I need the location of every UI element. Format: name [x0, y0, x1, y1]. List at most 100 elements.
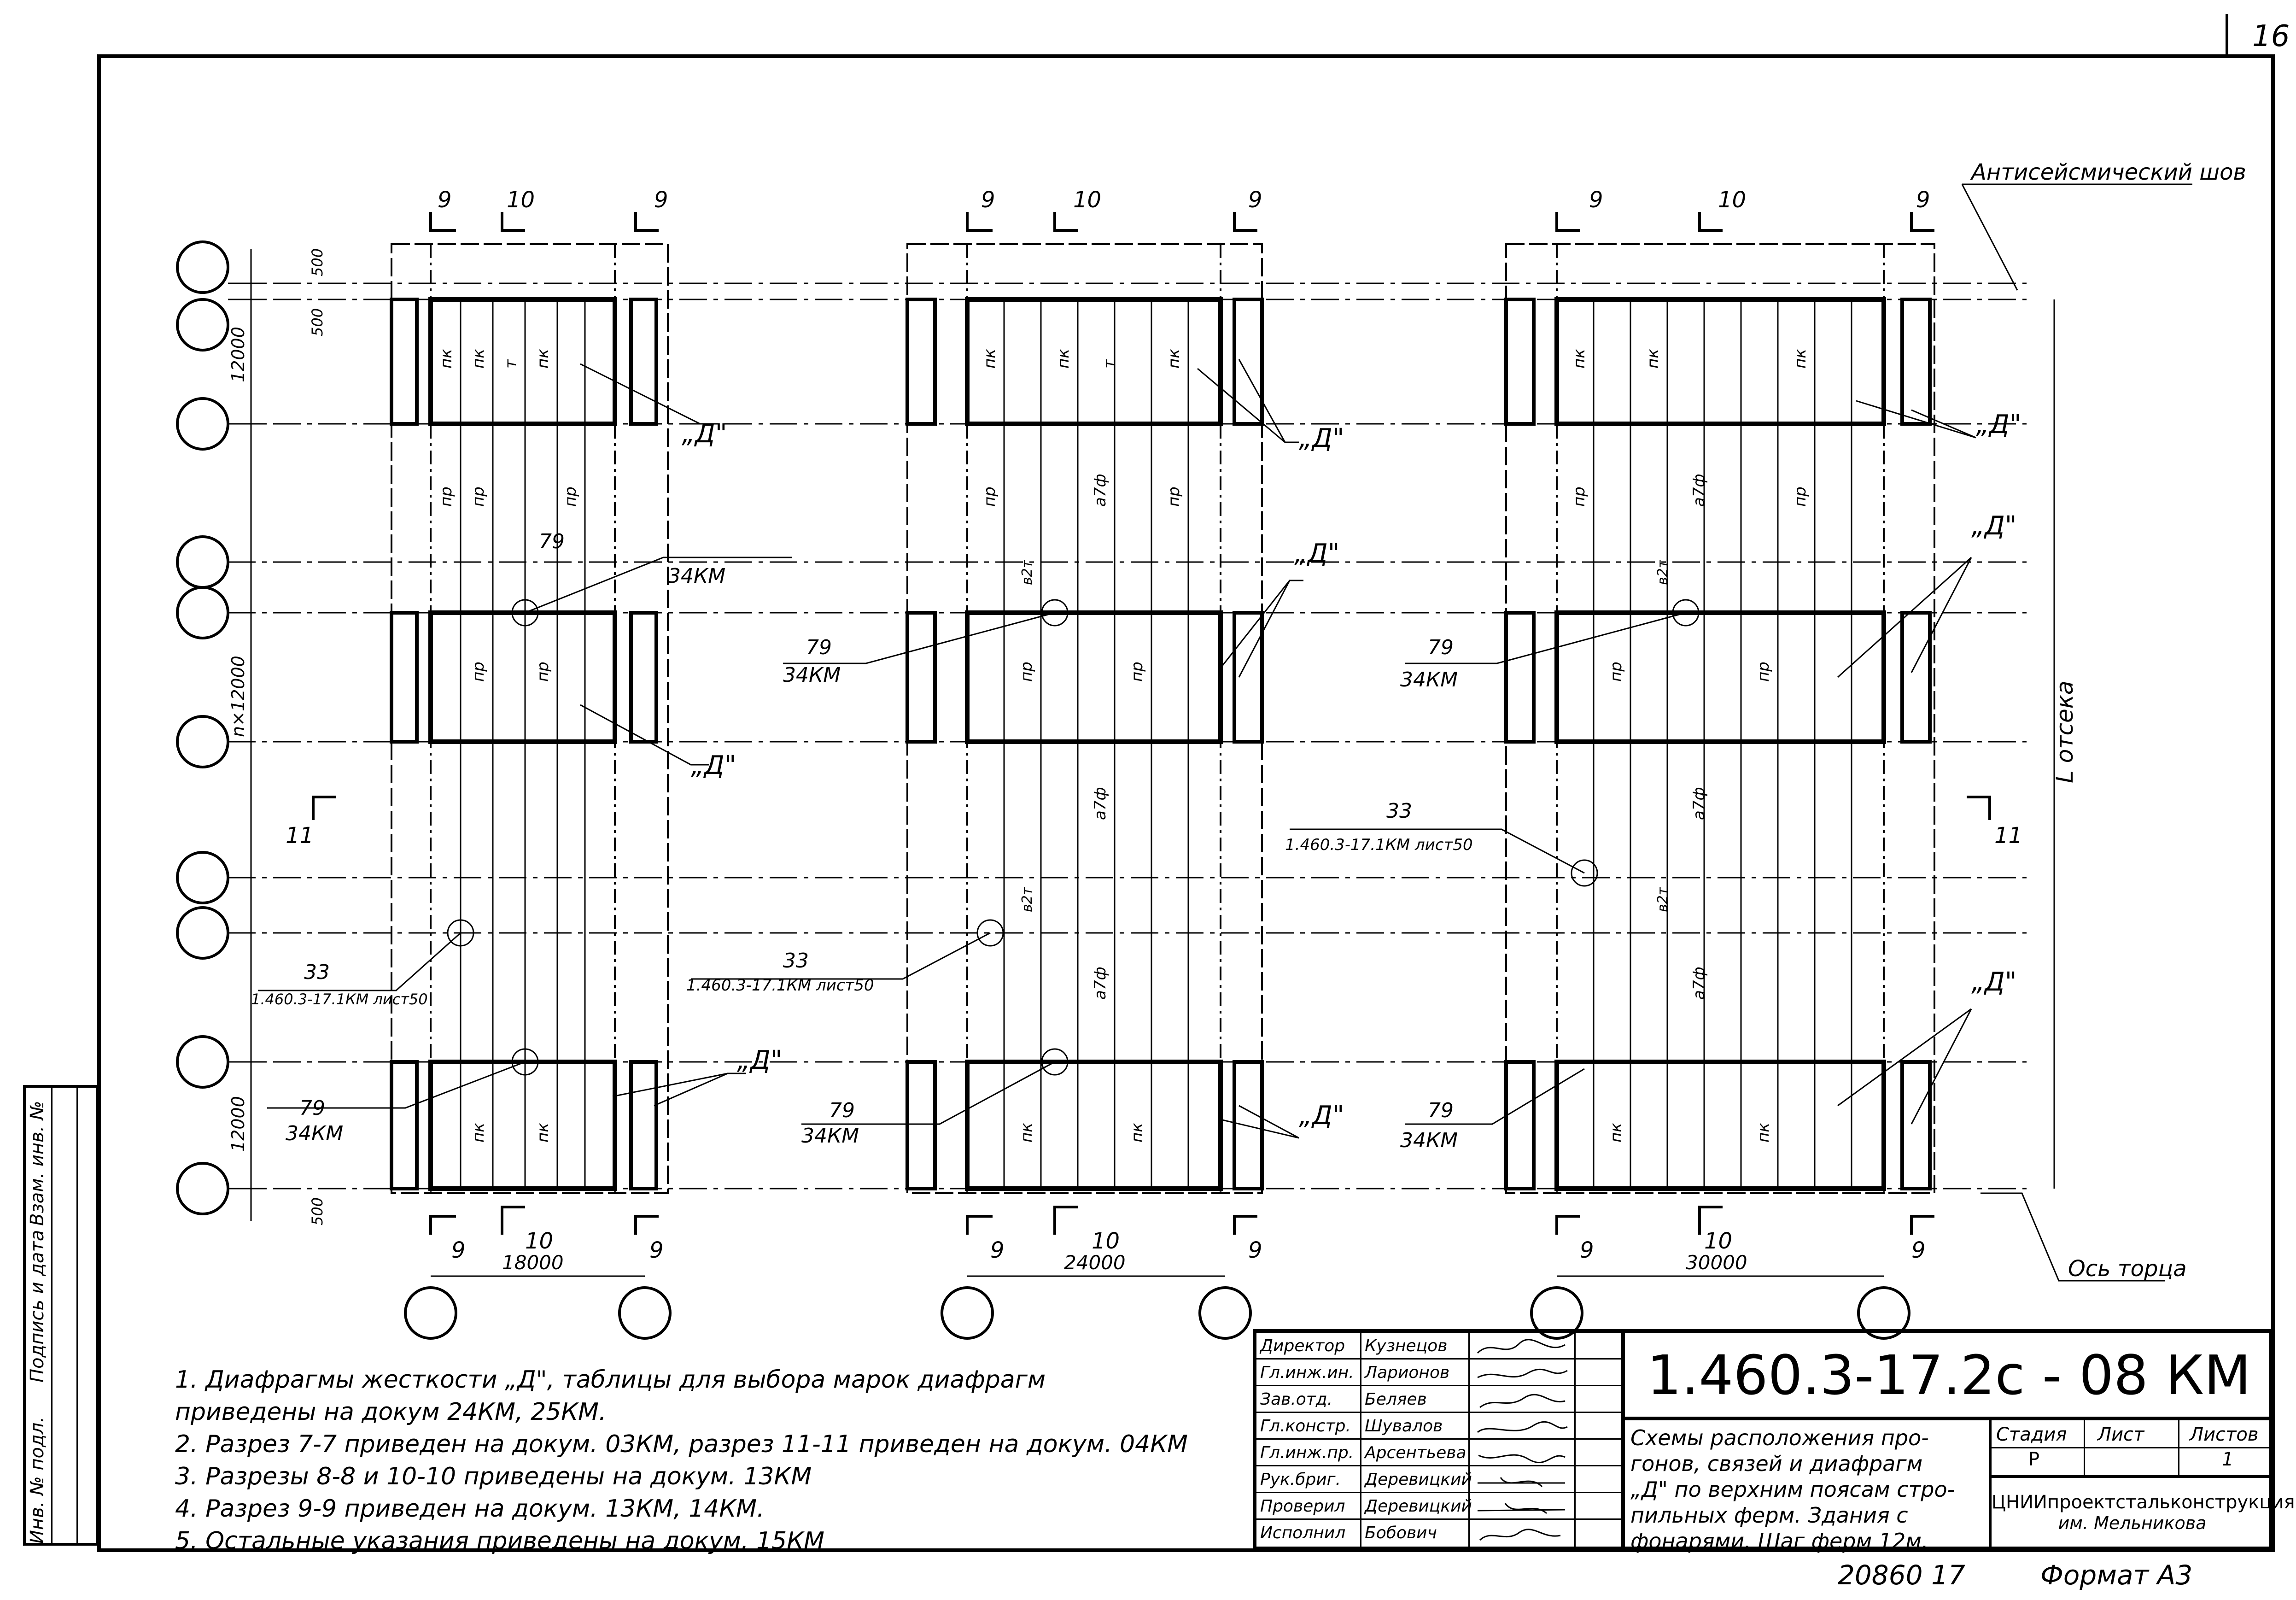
purlin-marks: пк пк пк пр пр пр пр пр пк пк пк пк пк п… [437, 349, 1810, 1143]
diaphragm-d-9: „Д" [1971, 967, 2017, 997]
signature-scribble [1477, 1368, 1568, 1378]
axis-bubble [176, 715, 229, 768]
sheet-label: Лист [2097, 1424, 2144, 1445]
diaphragm-d-6: „Д" [1971, 511, 2017, 541]
signature-scribble [1478, 1454, 1566, 1464]
node-33-3: 33 [1386, 799, 1412, 823]
axis-bubble [176, 397, 229, 451]
node-79-2: 79 [806, 636, 832, 659]
format-label: Формат А3 [2040, 1559, 2193, 1591]
node-79-1: 79 [539, 530, 565, 553]
dim-n12000: n×12000 [228, 656, 248, 737]
node-33-2: 33 [783, 949, 809, 973]
section-10-top-1: 10 [507, 187, 535, 213]
dim-12000-top: 12000 [228, 327, 248, 382]
purlin-pr: пр [1128, 662, 1146, 682]
doc-34km-4: 34КМ [286, 1122, 343, 1145]
signature-row: Гл.констр.Шувалов [1256, 1413, 1621, 1440]
axis-bubbles [176, 240, 1910, 1340]
purlin-pk: пк [981, 349, 999, 369]
org-subname: им. Мельникова [2058, 1513, 2207, 1533]
plan-30000 [1504, 243, 1935, 1198]
stage-label: Стадия [1996, 1424, 2067, 1445]
axis-bubble [618, 1286, 672, 1340]
purlin-pk: пк [534, 349, 552, 369]
section-9-top-3: 9 [1589, 187, 1603, 213]
signature-scribble [1479, 1394, 1566, 1408]
purlin-pr: пр [561, 486, 580, 507]
sidebar-vzam: Взам. инв. № [27, 1101, 48, 1226]
purlin-pr: пр [437, 486, 456, 507]
signature-row: Рук.бриг.Деревицкий [1256, 1466, 1621, 1493]
note-line: 1. Диафрагмы жесткости „Д", таблицы для … [175, 1366, 1046, 1394]
purlin-pk: пк [1570, 349, 1589, 369]
signature-scribble [1477, 1503, 1566, 1514]
purlin-pr: пр [1570, 486, 1589, 507]
tie-t: т [1100, 359, 1119, 369]
purlin-pr: пр [1165, 486, 1183, 507]
diaphragm-d-1: „Д" [682, 419, 727, 449]
section-9-bot-1: 9 [451, 1237, 466, 1263]
sheets-label: Листов [2190, 1424, 2259, 1445]
organization: ЦНИИпроектстальконструкция им. Мельников… [1989, 1478, 2295, 1550]
brace-a7f: а7ф [1690, 967, 1708, 1000]
section-11-left: 11 [286, 823, 314, 849]
signature-scribble [1477, 1421, 1568, 1433]
axis-bubble [404, 1286, 457, 1340]
signature-row: Гл.инж.ин.Ларионов [1256, 1360, 1621, 1386]
span-30000: 30000 [1686, 1251, 1747, 1274]
purlin-pk: пк [437, 349, 456, 369]
brace-v2t: в2т [1655, 559, 1671, 585]
signature-scribble [1478, 1477, 1565, 1488]
signature-row: Гл.инж.пр.Арсентьева [1256, 1440, 1621, 1466]
doc-34km-6: 34КМ [1400, 1129, 1458, 1152]
purlin-pk: пк [1791, 349, 1810, 369]
leaders [1961, 183, 2192, 1282]
sidebar-podpis: Подпись и дата [27, 1230, 48, 1383]
section-9-top-1b: 9 [654, 187, 668, 213]
section-9-top-1: 9 [438, 187, 452, 213]
ref-33-2: 1.460.3-17.1КМ лист50 [686, 976, 874, 995]
signature-scribble [1479, 1529, 1561, 1541]
section-9-bot-3b: 9 [1911, 1237, 1926, 1263]
stage-table: Стадия Лист Листов Р 1 [1989, 1420, 2273, 1478]
note-line: 3. Разрезы 8-8 и 10-10 приведены на доку… [175, 1463, 812, 1490]
tie-t: т [502, 359, 520, 369]
section-marks [312, 212, 1991, 1235]
purlin-pr: пр [469, 486, 488, 507]
dim-500-bottom: 500 [309, 1197, 326, 1225]
doc-34km-1: 34КМ [668, 564, 725, 588]
section-10-bot-1: 10 [525, 1228, 553, 1254]
node-33-1: 33 [304, 961, 330, 984]
sheets-value: 1 [2222, 1449, 2234, 1470]
axis-bubble [176, 851, 229, 904]
ref-33-3: 1.460.3-17.1КМ лист50 [1285, 836, 1473, 854]
note-line: 5. Остальные указания приведены на докум… [175, 1527, 824, 1555]
signature-row: Зав.отд.Беляев [1256, 1386, 1621, 1413]
drawing-title: Схемы расположения про- гонов, связей и … [1630, 1425, 1955, 1553]
purlin-pk: пк [469, 349, 488, 369]
brace-v2t: в2т [1019, 559, 1035, 585]
axis-bubble [176, 1035, 229, 1089]
anti-seismic-joint-label: Антисейсмический шов [1970, 159, 2246, 185]
section-11-right: 11 [1994, 823, 2022, 849]
diaphragm-d-2: „Д" [1299, 423, 1344, 453]
sheet-number: 16 [2252, 19, 2290, 53]
doc-34km-2: 34КМ [783, 663, 841, 687]
note-line: 2. Разрез 7-7 приведен на докум. 03КМ, р… [175, 1430, 1188, 1458]
section-9-bot-2: 9 [990, 1237, 1005, 1263]
section-9-bot-1b: 9 [649, 1237, 664, 1263]
purlin-pk: пк [1128, 1123, 1146, 1143]
brace-a7f: а7ф [1091, 474, 1110, 507]
diaphragm-d-4: „Д" [691, 750, 736, 780]
purlin-pk: пк [1754, 1123, 1773, 1143]
sidebar-inv-podl: Инв. № подл. [27, 1417, 48, 1544]
purlin-pk: пк [1017, 1123, 1036, 1143]
diaphragm-leaders [580, 359, 1976, 1139]
axis-bubble [176, 298, 229, 352]
note-line: 4. Разрез 9-9 приведен на докум. 13КМ, 1… [175, 1495, 765, 1523]
diaphragm-d-8: „Д" [1299, 1101, 1344, 1131]
